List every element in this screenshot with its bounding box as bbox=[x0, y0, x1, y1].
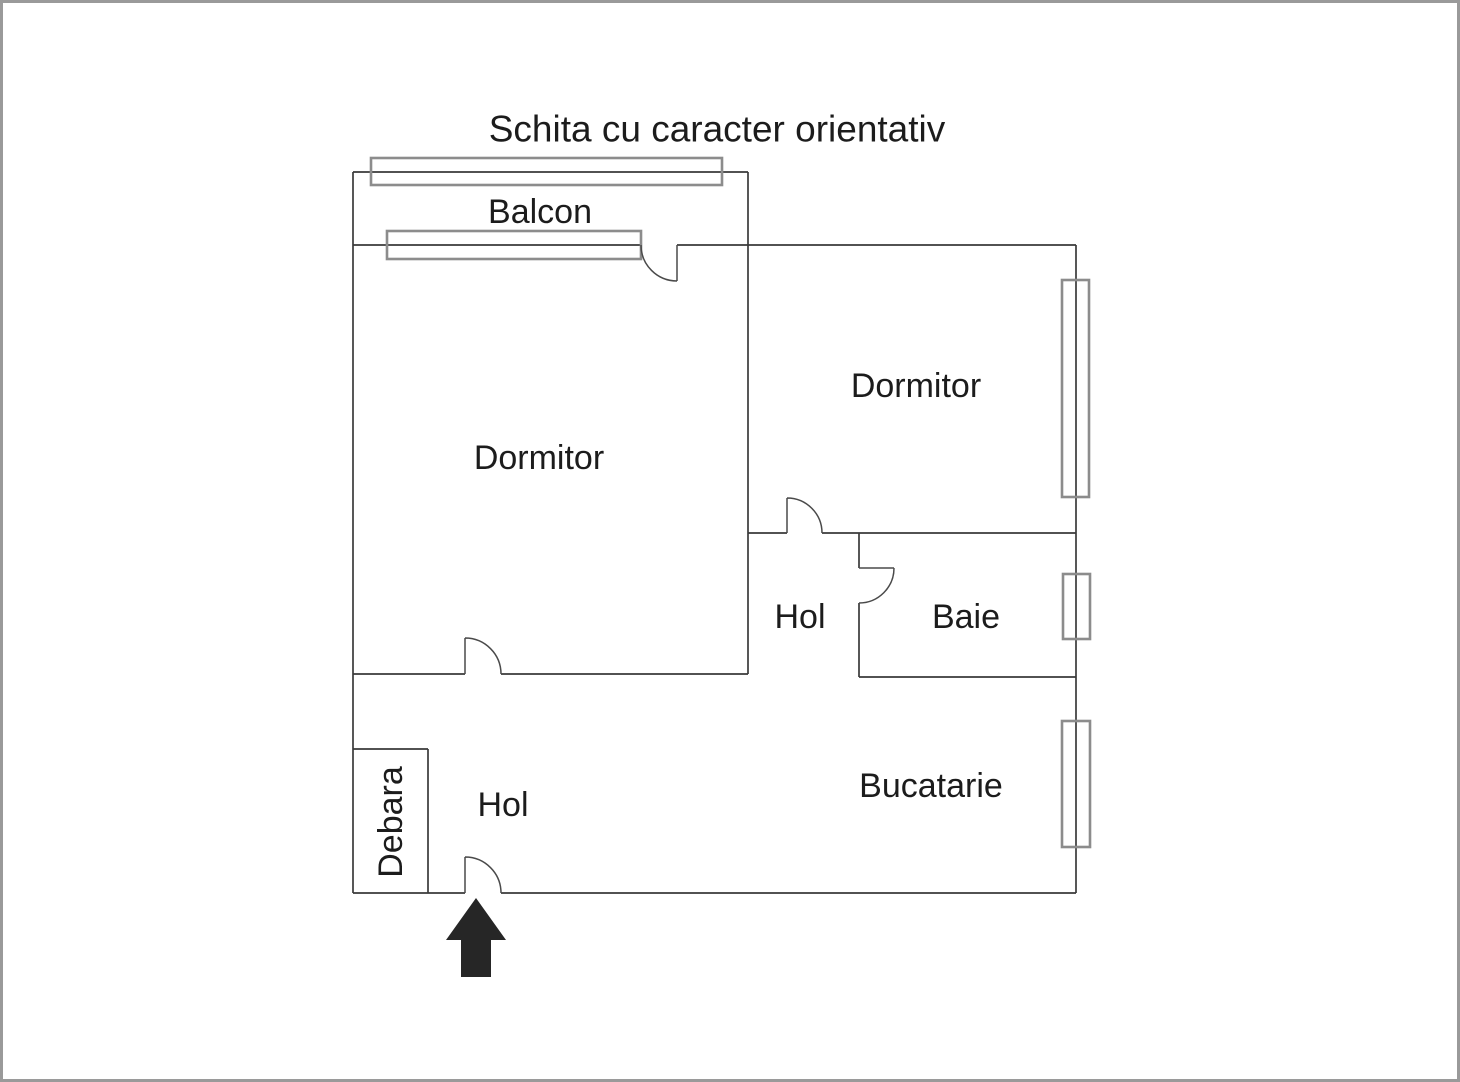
plan-title: Schita cu caracter orientativ bbox=[489, 109, 946, 150]
label-debara: Debara bbox=[372, 766, 410, 878]
walls bbox=[352, 171, 1077, 894]
door-baie bbox=[858, 567, 895, 604]
window-dormitor-right bbox=[1060, 278, 1091, 499]
windows bbox=[369, 156, 1092, 849]
window-baie bbox=[1061, 572, 1092, 641]
label-dormitor-right: Dormitor bbox=[851, 367, 981, 405]
wall-debara bbox=[353, 748, 429, 893]
door-entrance bbox=[464, 856, 502, 894]
label-baie: Baie bbox=[932, 598, 1000, 636]
door-dormitor-right bbox=[786, 497, 823, 534]
label-dormitor-left: Dormitor bbox=[474, 439, 604, 477]
door-dormitor-left bbox=[464, 637, 502, 675]
label-hol-bottom: Hol bbox=[477, 786, 528, 824]
label-bucatarie: Bucatarie bbox=[859, 767, 1003, 805]
doors bbox=[464, 244, 895, 894]
window-balcony-exterior bbox=[369, 156, 724, 187]
room-labels: Balcon Dormitor Dormitor Hol Baie Bucata… bbox=[372, 193, 1003, 878]
label-balcon: Balcon bbox=[488, 193, 592, 231]
label-hol-middle: Hol bbox=[774, 598, 825, 636]
window-bucatarie bbox=[1060, 719, 1092, 849]
entrance-arrow-icon bbox=[446, 898, 506, 977]
door-balcony bbox=[640, 244, 678, 282]
